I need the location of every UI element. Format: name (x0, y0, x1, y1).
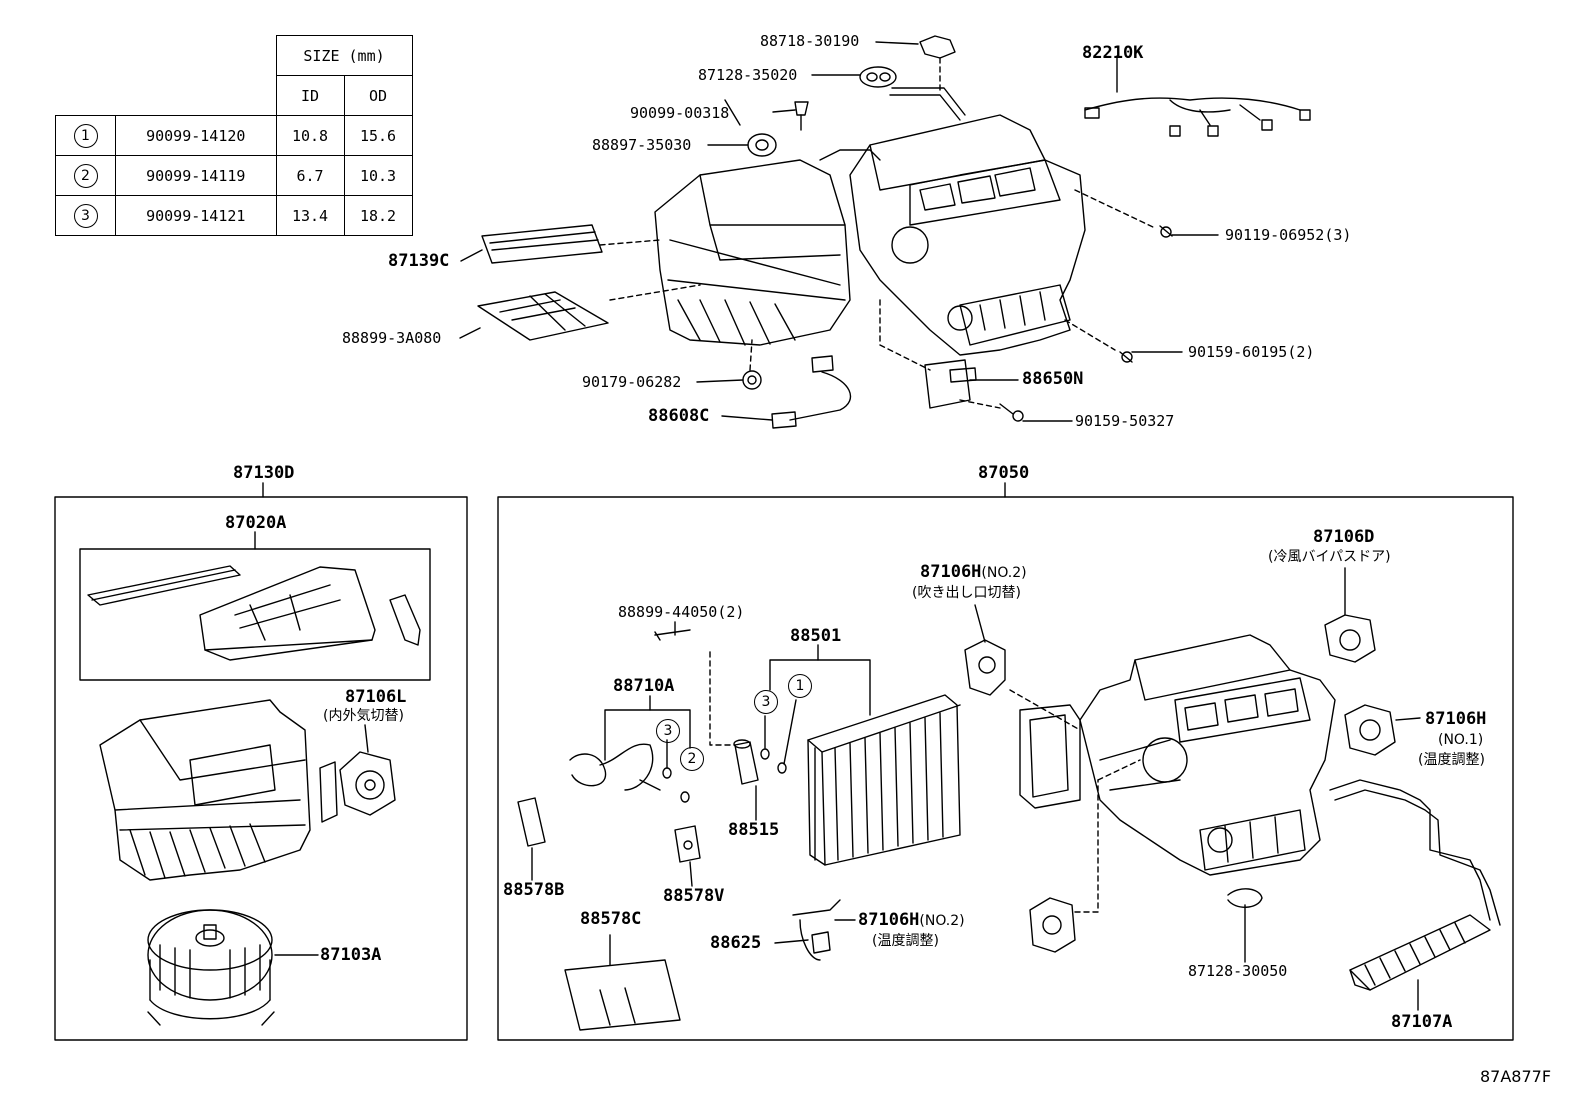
label-88710a: 88710A (613, 676, 675, 696)
label-90159-50327: 90159-50327 (1075, 412, 1175, 430)
row-od: 15.6 (343, 115, 413, 156)
label-87106h-no1: 87106H (1425, 709, 1487, 729)
label-88501: 88501 (790, 626, 842, 646)
group-box-87130d (54, 496, 468, 1041)
label-87107a: 87107A (1391, 1012, 1453, 1032)
part-suffix: (NO.2) (981, 565, 1027, 581)
row-part: 90099-14119 (115, 155, 277, 196)
dashed-leaders-right (709, 651, 1141, 913)
label-87106d-note: (冷風バイパスドア) (1268, 549, 1391, 565)
label-87106l-note: (内外気切替) (323, 708, 404, 724)
callout-3: 3 (656, 719, 680, 743)
label-90159-60195: 90159-60195(2) (1188, 343, 1315, 361)
part-number: 87106H (858, 910, 920, 930)
hvac-unit-right (1019, 634, 1336, 876)
leader-lines-right (531, 567, 1421, 1011)
hvac-unit-top (654, 87, 1086, 356)
row-key: 1 (73, 123, 98, 148)
table-row: 1 90099-14120 10.8 15.6 (55, 115, 413, 156)
label-88578b: 88578B (503, 880, 565, 900)
group-box-87020a (79, 548, 431, 681)
row-id: 13.4 (275, 195, 345, 236)
label-88625: 88625 (710, 933, 762, 953)
heater-core-87107a (1329, 779, 1501, 991)
label-88578v: 88578V (663, 886, 725, 906)
label-87106l: 87106L (345, 687, 407, 707)
actuators-right (964, 614, 1396, 953)
label-90179: 90179-06282 (582, 373, 682, 391)
row-part: 90099-14121 (115, 195, 277, 236)
part-number: 87106H (920, 562, 982, 582)
valve-88515 (733, 739, 787, 785)
callout-1: 1 (788, 674, 812, 698)
label-88578c: 88578C (580, 909, 642, 929)
label-88897: 88897-35030 (592, 136, 692, 154)
label-88650n: 88650N (1022, 369, 1084, 389)
evaporator-88501 (807, 694, 961, 866)
leader-lines-left (274, 724, 369, 956)
callout-2: 2 (680, 747, 704, 771)
dashed-leaders-top (599, 57, 1156, 409)
col-id: ID (275, 75, 345, 116)
actuator-87106l (339, 751, 396, 816)
part-suffix: (NO.2) (919, 913, 965, 929)
row-id: 6.7 (275, 155, 345, 196)
size-table: SIZE (mm) ID OD 1 90099-14120 10.8 15.6 … (55, 35, 413, 236)
label-87128-35020: 87128-35020 (698, 66, 798, 84)
blower-case-upper (87, 565, 421, 661)
label-87128-30050: 87128-30050 (1188, 962, 1288, 980)
small-parts-top (477, 35, 1311, 429)
label-88515: 88515 (728, 820, 780, 840)
callout-3: 3 (754, 690, 778, 714)
label-82210k: 82210K (1082, 43, 1144, 63)
group-title-87050: 87050 (978, 463, 1030, 483)
label-87020a: 87020A (225, 513, 287, 533)
size-header: SIZE (mm) (275, 35, 413, 76)
row-key: 3 (73, 203, 98, 228)
label-87106h-no1-suffix: (NO.1) (1438, 732, 1484, 748)
leader-lines-top (459, 41, 1219, 422)
figure-code: 87A877F (1480, 1067, 1552, 1086)
label-87106h-no2-outlet-note: (吹き出し口切替) (912, 585, 1021, 601)
group-title-87130d: 87130D (233, 463, 295, 483)
blower-case-lower (99, 699, 338, 881)
row-od: 10.3 (343, 155, 413, 196)
label-87106h-no2-temp: 87106H(NO.2) (858, 911, 965, 930)
label-90119: 90119-06952(3) (1225, 226, 1352, 244)
table-row: 2 90099-14119 6.7 10.3 (55, 155, 413, 196)
label-87106h-no1-note: (温度調整) (1418, 752, 1485, 768)
label-87106h-no2-temp-note: (温度調整) (872, 933, 939, 949)
label-88899-3a080: 88899-3A080 (342, 329, 442, 347)
label-88608c: 88608C (648, 406, 710, 426)
blower-motor (147, 909, 275, 1026)
row-od: 18.2 (343, 195, 413, 236)
pipe-88710a (569, 743, 690, 803)
label-90099-00318: 90099-00318 (630, 104, 730, 122)
label-88899-44050: 88899-44050(2) (618, 603, 745, 621)
label-87106h-no2-outlet: 87106H(NO.2) (920, 563, 1027, 582)
label-87103a: 87103A (320, 945, 382, 965)
label-87106d: 87106D (1313, 527, 1375, 547)
label-87139c: 87139C (388, 251, 450, 271)
row-key: 2 (73, 163, 98, 188)
label-88718: 88718-30190 (760, 32, 860, 50)
small-parts-right (517, 629, 841, 1031)
table-row: 3 90099-14121 13.4 18.2 (55, 195, 413, 236)
